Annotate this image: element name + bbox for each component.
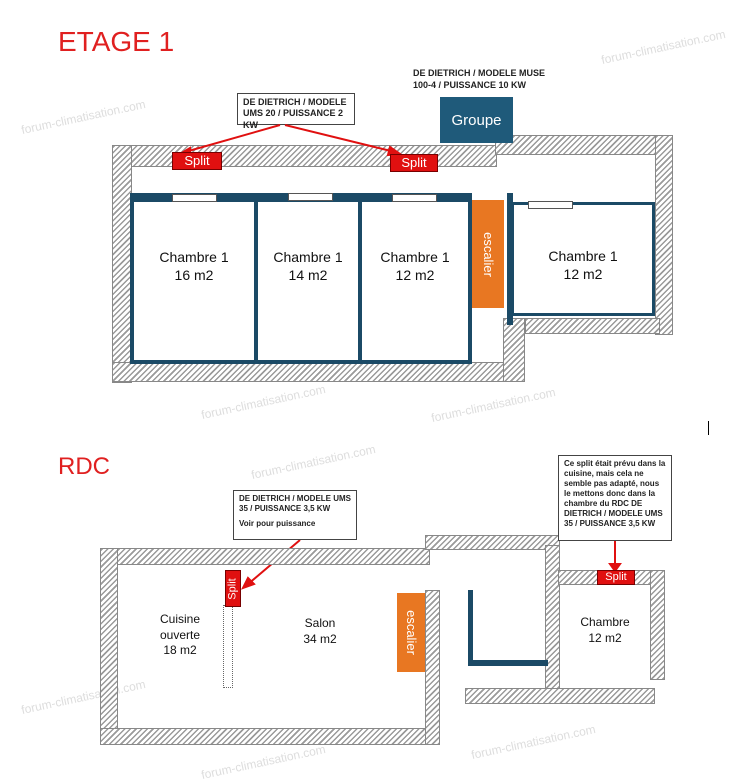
wall	[425, 535, 560, 550]
room-name: Chambre 1	[548, 248, 618, 264]
split-note-etage: DE DIETRICH / MODELE UMS 20 / PUISSANCE …	[237, 93, 355, 130]
wall	[100, 548, 118, 745]
split-note-rdc: DE DIETRICH / MODELE UMS 35 / PUISSANCE …	[233, 490, 357, 540]
room-name: Cuisine ouverte	[159, 612, 201, 642]
arrow-head	[608, 563, 622, 573]
room-name: Chambre 1	[380, 249, 450, 265]
room-area: 12 m2	[563, 266, 603, 283]
cursor	[708, 421, 709, 435]
arrow	[284, 124, 396, 153]
wall	[468, 660, 548, 666]
room-chambre-16: Chambre 1 16 m2	[130, 198, 258, 364]
window	[288, 193, 333, 201]
room-area: 16 m2	[174, 267, 214, 284]
partition	[223, 605, 233, 688]
rdc-title: RDC	[58, 453, 110, 480]
window	[392, 194, 437, 202]
stairs-label: escalier	[403, 610, 419, 655]
room-area: 34 m2	[303, 631, 337, 646]
chambre-note: Ce split était prévu dans la cuisine, ma…	[558, 455, 672, 541]
wall	[525, 318, 660, 334]
split-unit-chambre: Split	[597, 570, 635, 585]
wall	[650, 570, 665, 680]
window	[528, 201, 573, 209]
window	[172, 194, 217, 202]
room-chambre-12b: Chambre 1 12 m2	[511, 202, 655, 316]
wall	[425, 590, 440, 745]
note-text-2: Voir pour puissance	[239, 519, 316, 528]
room-area: 14 m2	[288, 267, 328, 284]
wall	[100, 548, 430, 565]
split-unit: Split	[172, 152, 222, 170]
etage-title: ETAGE 1	[58, 26, 175, 57]
note-text: DE DIETRICH / MODELE UMS 35 / PUISSANCE …	[239, 494, 352, 513]
wall	[655, 135, 673, 335]
room-name: Chambre	[580, 615, 630, 629]
stairs-etage: escalier	[472, 200, 504, 308]
stairs-rdc: escalier	[397, 593, 425, 672]
room-chambre-14: Chambre 1 14 m2	[254, 198, 362, 364]
split-unit: Split	[390, 154, 438, 172]
outdoor-unit-groupe: Groupe	[440, 97, 513, 143]
wall	[465, 688, 655, 704]
room-area: 18 m2	[163, 643, 197, 658]
wall	[507, 193, 513, 325]
room-chambre-12: Chambre 1 12 m2	[358, 198, 472, 364]
room-name: Chambre 1	[273, 249, 343, 265]
room-area: 12 m2	[395, 267, 435, 284]
wall	[503, 318, 525, 382]
split-label: Split	[227, 577, 239, 600]
groupe-note: DE DIETRICH / MODELE MUSE 100-4 / PUISSA…	[413, 68, 546, 90]
wall	[545, 545, 560, 690]
split-unit-cuisine: Split	[225, 570, 241, 607]
wall	[100, 728, 440, 745]
arrow-head	[240, 576, 256, 590]
wall	[468, 590, 473, 666]
room-area: 12 m2	[588, 630, 622, 645]
arrow	[184, 124, 281, 153]
room-name: Salon	[304, 616, 336, 630]
room-name: Chambre 1	[159, 249, 229, 265]
